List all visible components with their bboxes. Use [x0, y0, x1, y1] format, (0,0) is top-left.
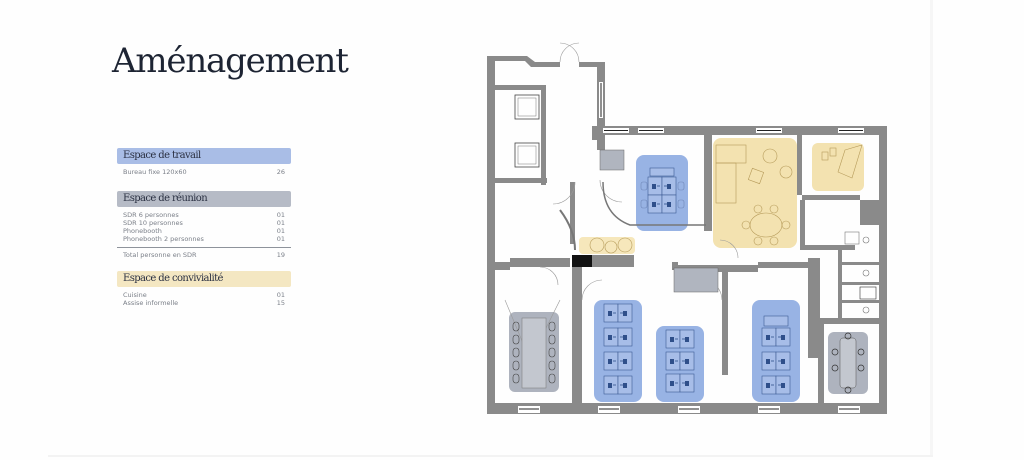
legend-row: Assise informelle 15 — [117, 299, 291, 307]
legend-total-row: Total personne en SDR 19 — [117, 251, 291, 259]
lounge-furniture — [589, 144, 863, 254]
legend-row-label: SDR 6 personnes — [123, 211, 179, 219]
legend-category-travail: Espace de travail — [117, 148, 291, 164]
legend-row: SDR 6 personnes 01 — [117, 211, 291, 219]
legend-category-reunion: Espace de réunion — [117, 191, 291, 207]
legend: Espace de travail Bureau fixe 120x60 26 … — [117, 148, 291, 307]
legend-category-convivialite: Espace de convivialité — [117, 271, 291, 287]
legend-row: Bureau fixe 120x60 26 — [117, 168, 291, 176]
legend-row-label: Assise informelle — [123, 299, 179, 307]
page-title: Aménagement — [112, 40, 349, 81]
legend-row: Phonebooth 2 personnes 01 — [117, 235, 291, 243]
legend-row-value: 01 — [276, 235, 285, 243]
legend-row-value: 01 — [276, 211, 285, 219]
legend-row-value: 15 — [276, 299, 285, 307]
meeting-table-10 — [512, 317, 556, 389]
legend-row-label: Phonebooth — [123, 227, 162, 235]
legend-row-label: SDR 10 personnes — [123, 219, 183, 227]
legend-row-value: 01 — [276, 291, 285, 299]
legend-row-label: Bureau fixe 120x60 — [123, 168, 187, 176]
legend-row-label: Phonebooth 2 personnes — [123, 235, 204, 243]
legend-row-label: Cuisine — [123, 291, 147, 299]
page-edge — [930, 0, 933, 455]
meeting-table-6 — [831, 332, 865, 394]
page-bottom-edge — [48, 455, 933, 457]
zone-convivial-lounge — [579, 138, 864, 254]
desk-cluster-south-2 — [665, 329, 695, 393]
legend-row: Phonebooth 01 — [117, 227, 291, 235]
desk-cluster-north — [640, 167, 685, 214]
windows — [518, 82, 864, 413]
legend-total-value: 19 — [276, 251, 285, 259]
legend-row: SDR 10 personnes 01 — [117, 219, 291, 227]
lift-shafts — [514, 94, 540, 168]
legend-row-value: 26 — [276, 168, 285, 176]
legend-row-value: 01 — [276, 219, 285, 227]
legend-total-label: Total personne en SDR — [123, 251, 197, 259]
phonebooth-2-persons — [673, 267, 719, 293]
legend-divider — [117, 247, 291, 248]
legend-row: Cuisine 01 — [117, 291, 291, 299]
legend-row-value: 01 — [276, 227, 285, 235]
phonebooth — [599, 149, 625, 171]
desk-cluster-south-3 — [761, 315, 791, 395]
restrooms — [844, 231, 877, 314]
